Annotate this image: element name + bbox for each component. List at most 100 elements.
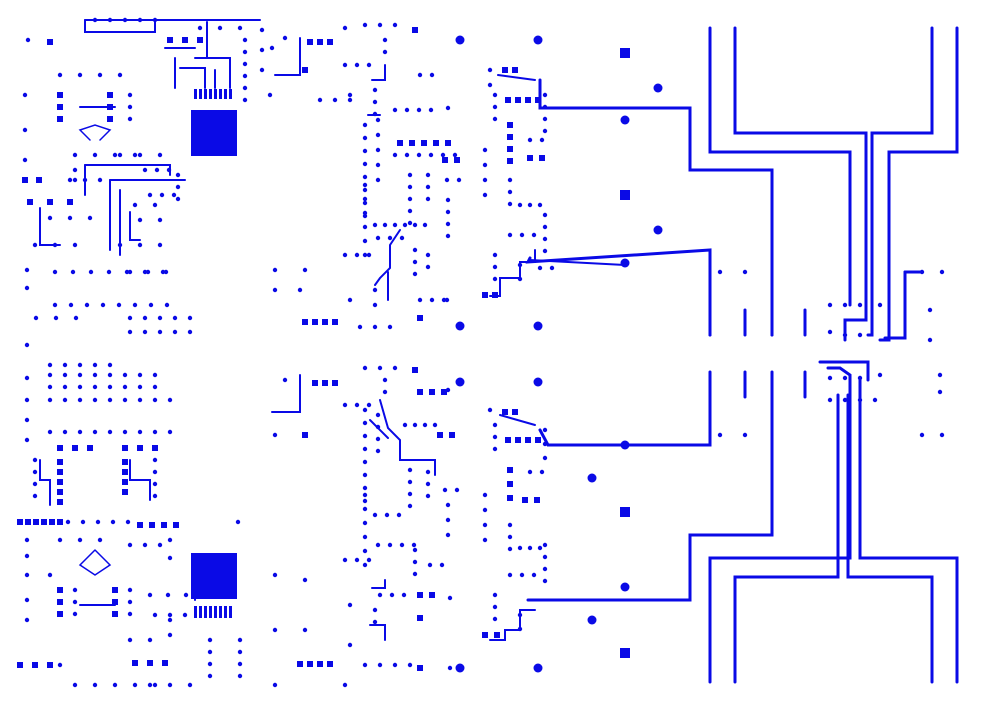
via-large: [455, 663, 465, 673]
via-large: [533, 377, 543, 387]
via: [72, 599, 78, 605]
via: [187, 329, 193, 335]
via: [377, 365, 383, 371]
via: [92, 362, 98, 368]
pad: [122, 469, 128, 475]
via: [157, 542, 163, 548]
via: [24, 417, 30, 423]
pad: [57, 445, 63, 451]
via: [72, 587, 78, 593]
via: [24, 572, 30, 578]
via: [717, 432, 723, 438]
via: [407, 196, 413, 202]
via: [347, 642, 353, 648]
via: [332, 97, 338, 103]
via: [542, 128, 548, 134]
via: [372, 302, 378, 308]
via: [425, 493, 431, 499]
pad: [429, 389, 435, 395]
via: [542, 542, 548, 548]
via: [366, 252, 372, 258]
via: [429, 297, 435, 303]
ic-pin: [229, 606, 232, 618]
via: [372, 99, 378, 105]
via: [259, 27, 265, 33]
via-large: [587, 473, 597, 483]
pad: [47, 662, 53, 668]
via: [171, 192, 177, 198]
pad: [525, 437, 531, 443]
via: [32, 469, 38, 475]
via-large: [653, 83, 663, 93]
via: [517, 276, 523, 282]
via: [117, 242, 123, 248]
pad: [445, 140, 451, 146]
pad: [112, 587, 118, 593]
ic-pin: [219, 606, 222, 618]
via: [372, 619, 378, 625]
pad: [137, 522, 143, 528]
via: [428, 107, 434, 113]
via: [392, 22, 398, 28]
via: [517, 626, 523, 632]
pad: [525, 97, 531, 103]
via: [407, 208, 413, 214]
via: [399, 542, 405, 548]
via: [407, 220, 413, 226]
via: [77, 537, 83, 543]
via: [47, 362, 53, 368]
via: [152, 202, 158, 208]
via: [425, 481, 431, 487]
via: [157, 329, 163, 335]
trace: [878, 26, 959, 342]
via: [539, 469, 545, 475]
via: [24, 597, 30, 603]
via: [527, 469, 533, 475]
via: [416, 107, 422, 113]
via: [127, 92, 133, 98]
via: [52, 269, 58, 275]
via: [282, 35, 288, 41]
ic-pin: [209, 89, 212, 99]
via: [527, 137, 533, 143]
via: [73, 315, 79, 321]
via: [33, 315, 39, 321]
via: [152, 384, 158, 390]
ic-pin: [214, 606, 217, 618]
via: [97, 537, 103, 543]
via: [542, 92, 548, 98]
via: [392, 365, 398, 371]
ic-pin: [214, 89, 217, 99]
via: [939, 269, 945, 275]
via: [537, 202, 543, 208]
via: [401, 592, 407, 598]
via: [542, 236, 548, 242]
pad: [539, 155, 545, 161]
via: [527, 545, 533, 551]
via: [47, 397, 53, 403]
via: [519, 572, 525, 578]
via: [137, 217, 143, 223]
via: [362, 498, 368, 504]
via: [492, 276, 498, 282]
via-large: [653, 225, 663, 235]
via: [187, 315, 193, 321]
via: [492, 92, 498, 98]
via: [425, 184, 431, 190]
via: [542, 578, 548, 584]
via: [439, 562, 445, 568]
via-large: [533, 663, 543, 673]
pad: [57, 519, 63, 525]
via: [107, 362, 113, 368]
via: [347, 92, 353, 98]
via: [347, 297, 353, 303]
trace: [708, 26, 852, 307]
via: [392, 662, 398, 668]
via: [445, 221, 451, 227]
via: [542, 427, 548, 433]
trace: [194, 57, 231, 89]
via: [97, 177, 103, 183]
via: [362, 534, 368, 540]
pad: [132, 660, 138, 666]
